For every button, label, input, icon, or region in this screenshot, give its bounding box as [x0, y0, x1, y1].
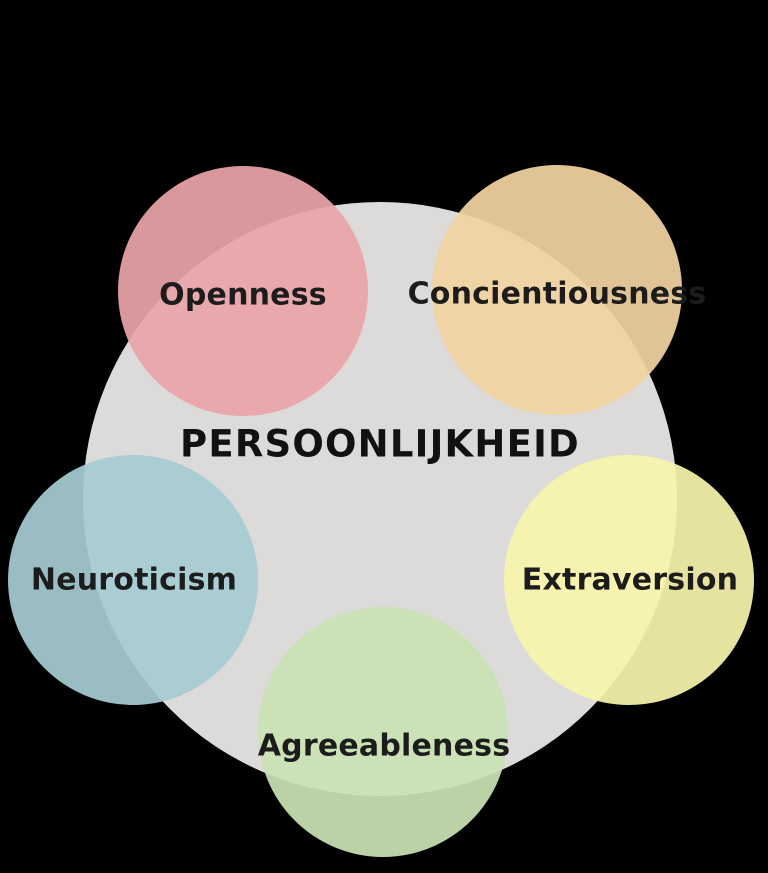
trait-circle-extraversion[interactable]: [504, 455, 754, 705]
trait-circle-concientiousness[interactable]: [432, 165, 682, 415]
trait-circle-openness[interactable]: [118, 166, 368, 416]
trait-circle-neuroticism[interactable]: [8, 455, 258, 705]
trait-label-openness: Openness: [159, 277, 327, 313]
trait-circle-agreeableness[interactable]: [258, 607, 508, 857]
trait-label-neuroticism: Neuroticism: [30, 562, 238, 598]
trait-label-extraversion: Extraversion: [521, 562, 739, 598]
trait-circles-group: [8, 165, 754, 857]
trait-label-agreeableness: Agreeableness: [257, 728, 511, 764]
trait-label-concientiousness: Concientiousness: [407, 276, 707, 312]
page-title: PERSOONLIJKHEID: [180, 422, 580, 466]
